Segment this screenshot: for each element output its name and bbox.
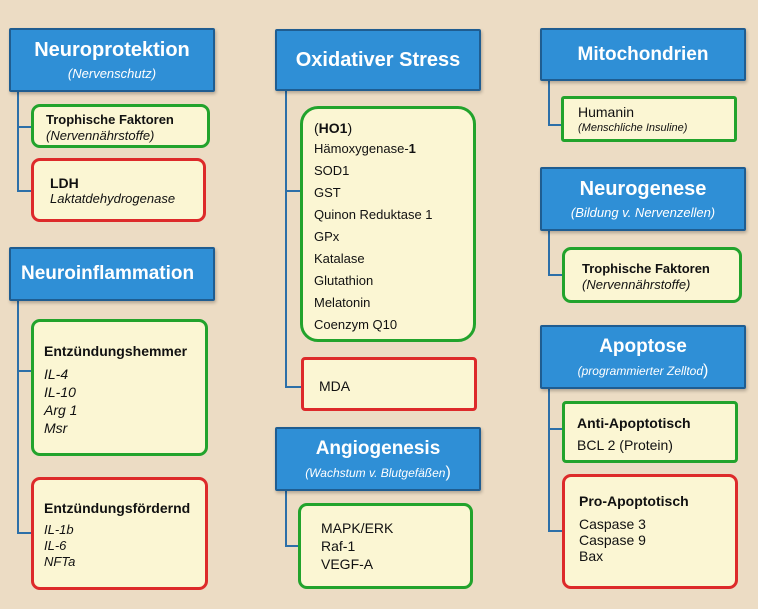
anti-apoptotisch-box: Anti-Apoptotisch BCL 2 (Protein) xyxy=(562,401,738,463)
apoptose-subtitle: (programmierter Zelltod xyxy=(577,364,704,378)
connector-line xyxy=(17,370,31,372)
box-title: Trophische Faktoren xyxy=(582,261,710,276)
box-title: Anti-Apoptotisch xyxy=(577,415,691,431)
apoptose-subtitle-line: (programmierter Zelltod) xyxy=(578,363,709,379)
connector-line xyxy=(548,428,562,430)
mda-box: MDA xyxy=(301,357,477,411)
apoptose-subtitle-close: ) xyxy=(703,362,709,379)
box-title: Entzündungsfördernd xyxy=(44,500,191,516)
list-item: MAPK/ERK xyxy=(321,520,394,536)
list-item: Melatonin xyxy=(314,295,371,310)
connector-line xyxy=(548,124,561,126)
ho1-close: ) xyxy=(347,120,353,136)
neuroinflammation-title: Neuroinflammation xyxy=(21,263,195,284)
box-title: Humanin xyxy=(578,104,635,120)
trophische-faktoren-box: Trophische Faktoren (Nervennährstoffe) xyxy=(562,247,742,303)
box-text: BCL 2 (Protein) xyxy=(577,437,673,453)
oxidativer-stress-title: Oxidativer Stress xyxy=(295,49,461,71)
list-item: Msr xyxy=(44,420,68,436)
ldh-box: LDH Laktatdehydrogenase xyxy=(31,158,206,222)
neurogenese-header: Neurogenese (Bildung v. Nervenzellen) xyxy=(540,167,746,231)
haemox-prefix: Hämoxygenase- xyxy=(314,141,409,156)
list-item: VEGF-A xyxy=(321,556,374,572)
connector-line xyxy=(548,530,562,532)
angiogenesis-subtitle: (Wachstum v. Blutgefäßen xyxy=(305,466,446,480)
list-item: Hämoxygenase-1 xyxy=(314,138,462,160)
entzuendungsfoerdernd-box: Entzündungsfördernd IL-1b IL-6 NFTa xyxy=(31,477,208,590)
angiogenesis-subtitle-close: ) xyxy=(445,464,451,481)
list-item: SOD1 xyxy=(314,163,350,178)
connector-line xyxy=(285,491,287,547)
connector-line xyxy=(17,126,31,128)
list-item: IL-6 xyxy=(44,538,67,553)
mitochondrien-title: Mitochondrien xyxy=(577,43,709,65)
apoptose-header: Apoptose (programmierter Zelltod) xyxy=(540,325,746,389)
connector-line xyxy=(17,532,31,534)
list-item: Arg 1 xyxy=(44,402,78,418)
connector-line xyxy=(285,545,298,547)
trophische-faktoren-box: Trophische Faktoren (Nervennährstoffe) xyxy=(31,104,210,148)
box-subtitle: Laktatdehydrogenase xyxy=(50,191,176,206)
list-item: Bax xyxy=(579,548,604,564)
neurogenese-subtitle: (Bildung v. Nervenzellen) xyxy=(570,205,716,220)
oxidativer-stress-header: Oxidativer Stress xyxy=(275,29,481,91)
connector-line xyxy=(285,386,301,388)
neurogenese-title: Neurogenese xyxy=(579,178,707,200)
list-item: IL-10 xyxy=(44,384,76,400)
list-item: GPx xyxy=(314,229,340,244)
list-item: Quinon Reduktase 1 xyxy=(314,207,433,222)
list-item: Glutathion xyxy=(314,273,374,288)
connector-line xyxy=(548,389,550,532)
angiogenesis-factors-box: MAPK/ERK Raf-1 VEGF-A xyxy=(298,503,473,589)
humanin-box: Humanin (Menschliche Insuline) xyxy=(561,96,737,142)
apoptose-title: Apoptose xyxy=(599,336,687,357)
ho1-label: HO1 xyxy=(318,120,348,136)
list-item: IL-4 xyxy=(44,366,69,382)
list-item: Caspase 9 xyxy=(579,532,646,548)
list-item: Katalase xyxy=(314,251,365,266)
mda-label: MDA xyxy=(319,378,351,394)
box-subtitle: (Menschliche Insuline) xyxy=(578,122,688,134)
connector-line xyxy=(548,274,562,276)
neuroprotektion-title: Neuroprotektion xyxy=(34,39,190,61)
list-item: NFTa xyxy=(44,554,76,569)
connector-line xyxy=(548,81,550,126)
connector-line xyxy=(285,190,300,192)
box-title: Trophische Faktoren xyxy=(46,112,174,127)
box-subtitle: (Nervennährstoffe) xyxy=(46,128,155,143)
neuroprotektion-subtitle: (Nervenschutz) xyxy=(67,66,157,81)
angiogenesis-title: Angiogenesis xyxy=(315,438,441,459)
ho1-open: ( xyxy=(314,120,319,136)
list-item: GST xyxy=(314,185,341,200)
mitochondrien-header: Mitochondrien xyxy=(540,28,746,81)
angiogenesis-header: Angiogenesis (Wachstum v. Blutgefäßen) xyxy=(275,427,481,491)
list-item: Coenzym Q10 xyxy=(314,317,398,332)
angiogenesis-subtitle-line: (Wachstum v. Blutgefäßen) xyxy=(305,465,451,481)
box-title: LDH xyxy=(50,175,79,191)
connector-line xyxy=(17,92,19,192)
list-item: Caspase 3 xyxy=(579,516,646,532)
box-subtitle: (Nervennährstoffe) xyxy=(582,277,691,292)
box-title: Entzündungshemmer xyxy=(44,343,188,359)
list-item: Raf-1 xyxy=(321,538,356,554)
connector-line xyxy=(285,91,287,387)
haemox-number: 1 xyxy=(408,141,416,156)
connector-line xyxy=(17,301,19,534)
connector-line xyxy=(548,231,550,276)
list-item: IL-1b xyxy=(44,522,74,537)
ho1-line: (HO1) xyxy=(314,118,462,138)
neuroprotektion-header: Neuroprotektion (Nervenschutz) xyxy=(9,28,215,92)
neuroinflammation-header: Neuroinflammation xyxy=(9,247,215,301)
pro-apoptotisch-box: Pro-Apoptotisch Caspase 3 Caspase 9 Bax xyxy=(562,474,738,589)
box-title: Pro-Apoptotisch xyxy=(579,493,689,509)
entzuendungshemmer-box: Entzündungshemmer IL-4 IL-10 Arg 1 Msr xyxy=(31,319,208,456)
connector-line xyxy=(17,190,31,192)
antioxidant-box: (HO1) Hämoxygenase-1 SOD1 GST Quinon Red… xyxy=(300,106,476,342)
